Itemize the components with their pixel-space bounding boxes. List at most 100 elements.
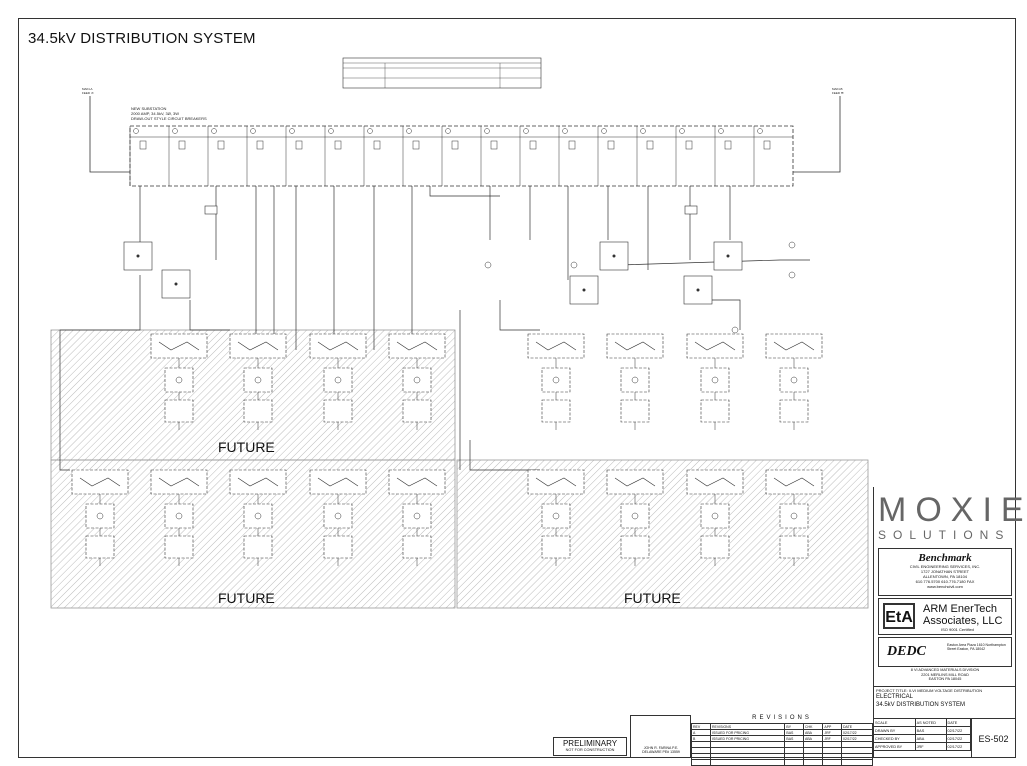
engineer-stamp-box: JOHN R. FARINA P.E. DELAWARE PE# 13559 bbox=[630, 715, 691, 758]
dedc-logo-text: DEDC bbox=[887, 644, 926, 659]
transformer bbox=[620, 399, 650, 423]
breaker-icon bbox=[451, 140, 459, 150]
feeder-route bbox=[59, 275, 141, 471]
benchmark-logo: Benchmark CIVIL ENGINEERING SERVICES, IN… bbox=[878, 548, 1012, 596]
fused-switch bbox=[700, 367, 730, 393]
transformer bbox=[620, 535, 650, 559]
title-block bbox=[873, 487, 1016, 758]
fused-switch bbox=[85, 503, 115, 529]
not-for-construction-label: NOT FOR CONSTRUCTION bbox=[565, 748, 615, 752]
breaker-icon bbox=[139, 140, 147, 150]
future-label-lower-right: FUTURE bbox=[624, 590, 681, 606]
fused-switch bbox=[779, 503, 809, 529]
fused-switch bbox=[541, 503, 571, 529]
transformer bbox=[779, 535, 809, 559]
transformer bbox=[243, 535, 273, 559]
feeder-route bbox=[189, 300, 230, 331]
drawing-title: 34.5kV DISTRIBUTION SYSTEM bbox=[28, 30, 256, 47]
project-address-1: 8 VI ADVANCED MATERIALS DIVISION bbox=[910, 668, 980, 672]
meter-icon bbox=[289, 128, 295, 134]
callout-bubble-icon bbox=[484, 261, 492, 269]
fused-switch bbox=[620, 367, 650, 393]
checked-date: 02/17/22 bbox=[945, 734, 971, 743]
substation-breakers: DRAW-OUT STYLE CIRCUIT BREAKERS bbox=[131, 116, 207, 121]
fused-switch bbox=[700, 503, 730, 529]
feeder-route bbox=[429, 186, 500, 197]
transformer bbox=[323, 399, 353, 423]
ground-switch-icon bbox=[204, 205, 218, 215]
future-label-upper: FUTURE bbox=[218, 439, 275, 455]
fused-switch bbox=[541, 367, 571, 393]
fuse-icon bbox=[552, 376, 560, 384]
fuse-icon bbox=[552, 512, 560, 520]
feeder-a-line bbox=[89, 96, 130, 173]
svg-text:FEED 'A': FEED 'A' bbox=[82, 91, 94, 95]
switch-node-icon bbox=[174, 282, 178, 286]
fused-switch bbox=[402, 367, 432, 393]
breaker-icon bbox=[685, 140, 693, 150]
meter-icon bbox=[523, 128, 529, 134]
transformer bbox=[402, 399, 432, 423]
fuse-icon bbox=[334, 376, 342, 384]
breaker-icon bbox=[646, 140, 654, 150]
meter-icon bbox=[445, 128, 451, 134]
fuse-icon bbox=[631, 512, 639, 520]
revisions-heading: REVISIONS bbox=[752, 715, 812, 721]
arm-name-line-2: Associates, LLC bbox=[923, 615, 1003, 627]
breaker-icon bbox=[607, 140, 615, 150]
meter-icon bbox=[562, 128, 568, 134]
engineer-name: JOHN R. FARINA P.E. bbox=[643, 746, 679, 750]
future-label-lower-left: FUTURE bbox=[218, 590, 275, 606]
switch-node-icon bbox=[612, 254, 616, 258]
meter-icon bbox=[328, 128, 334, 134]
fuse-icon bbox=[413, 512, 421, 520]
revisions-table: REV REVISIONS BY CHK APP DATE A ISSUED F… bbox=[691, 723, 873, 766]
meter-icon bbox=[640, 128, 646, 134]
fused-switch bbox=[620, 503, 650, 529]
scale-value: AS NOTED bbox=[914, 718, 947, 727]
meter-icon bbox=[367, 128, 373, 134]
breaker-icon bbox=[178, 140, 186, 150]
fuse-icon bbox=[790, 512, 798, 520]
drawing-category: ELECTRICAL bbox=[876, 694, 914, 700]
transformer bbox=[541, 399, 571, 423]
fuse-icon bbox=[711, 376, 719, 384]
transformer bbox=[541, 535, 571, 559]
transformer bbox=[402, 535, 432, 559]
transformer bbox=[779, 399, 809, 423]
breaker-icon bbox=[295, 140, 303, 150]
breaker-icon bbox=[373, 140, 381, 150]
sectionalizing-switch-box bbox=[683, 275, 713, 305]
fused-switch bbox=[164, 367, 194, 393]
sheet-title: 34.5kV DISTRIBUTION SYSTEM bbox=[876, 702, 966, 708]
preliminary-stamp: PRELIMINARY NOT FOR CONSTRUCTION bbox=[553, 737, 627, 756]
transformer bbox=[700, 399, 730, 423]
dedc-address: Easton Area Plaza 1610 Northampton Stree… bbox=[947, 643, 1006, 651]
sheet-number: ES-502 bbox=[971, 718, 1016, 758]
project-title-label: PROJECT TITLE: II-VI MEDIUM VOLTAGE DIST… bbox=[876, 688, 983, 693]
project-title-area: PROJECT TITLE: II-VI MEDIUM VOLTAGE DIST… bbox=[873, 686, 1016, 718]
feeder-route bbox=[499, 300, 540, 331]
drawn-by-value: BAS bbox=[914, 726, 947, 735]
fused-switch bbox=[164, 503, 194, 529]
transformer-schedule-table bbox=[342, 57, 542, 89]
benchmark-subtitle: CIVIL ENGINEERING SERVICES, INC. bbox=[909, 564, 981, 569]
iso-certified-label: ISO 9001 Certified bbox=[941, 627, 974, 632]
feeder-b-line bbox=[793, 96, 841, 173]
callout-bubble-icon bbox=[788, 241, 796, 249]
scale-label: SCALE bbox=[873, 718, 916, 727]
benchmark-web: www.benchcivil.com bbox=[927, 584, 963, 589]
meter-icon bbox=[406, 128, 412, 134]
fused-switch bbox=[779, 367, 809, 393]
fused-switch bbox=[243, 503, 273, 529]
meter-icon bbox=[757, 128, 763, 134]
fuse-icon bbox=[254, 512, 262, 520]
breaker-icon bbox=[412, 140, 420, 150]
preliminary-label: PRELIMINARY bbox=[562, 739, 618, 748]
drawn-date: 02/17/22 bbox=[945, 726, 971, 735]
fused-switch bbox=[323, 503, 353, 529]
switch-node-icon bbox=[582, 288, 586, 292]
benchmark-name: Benchmark bbox=[918, 552, 972, 564]
fused-switch bbox=[323, 367, 353, 393]
